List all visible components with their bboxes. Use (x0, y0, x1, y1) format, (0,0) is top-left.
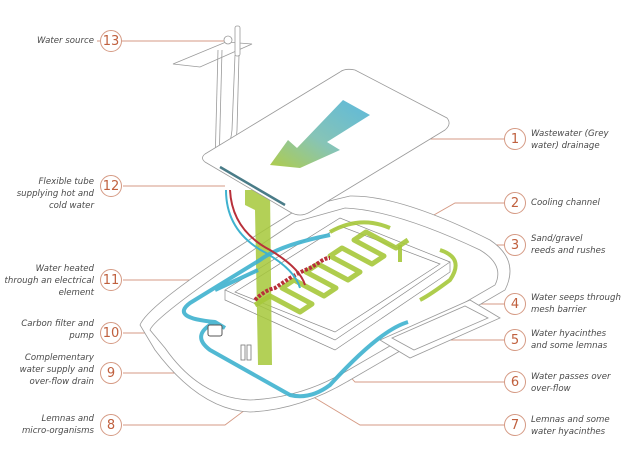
hot-cold-tube (229, 189, 306, 286)
heating-element (253, 256, 331, 302)
bathtub-body (139, 195, 511, 413)
label-water-source: Water source (37, 36, 94, 46)
callout-7-badge: 7 (504, 414, 526, 436)
callout-11-badge: 11 (100, 269, 122, 291)
callout-3-badge: 3 (504, 234, 526, 256)
cooling-channel-serpentine (253, 229, 410, 315)
wastewater-flow-arrow (270, 100, 370, 168)
plant-flow-arrows (329, 220, 458, 302)
callout-12-badge: 12 (100, 175, 122, 197)
greywater-downflow (245, 190, 272, 365)
overflow-drain (240, 344, 252, 361)
callout-6-badge: 6 (504, 371, 526, 393)
callout-5-badge: 5 (504, 329, 526, 351)
callout-4-badge: 4 (504, 293, 526, 315)
drainage-lid (202, 68, 450, 216)
label-cooling-channel: Cooling channel (531, 198, 600, 208)
callout-8-badge: 8 (100, 414, 122, 436)
leader-7 (309, 394, 505, 426)
callout-2-badge: 2 (504, 192, 526, 214)
callout-13-badge: 13 (100, 30, 122, 52)
water-circulation-loop (182, 233, 409, 399)
callout-9-badge: 9 (100, 362, 122, 384)
carbon-filter-pump (207, 324, 223, 337)
callout-1-badge: 1 (504, 128, 526, 150)
callout-10-badge: 10 (100, 322, 122, 344)
hot-cold-tube-blue (225, 189, 301, 289)
